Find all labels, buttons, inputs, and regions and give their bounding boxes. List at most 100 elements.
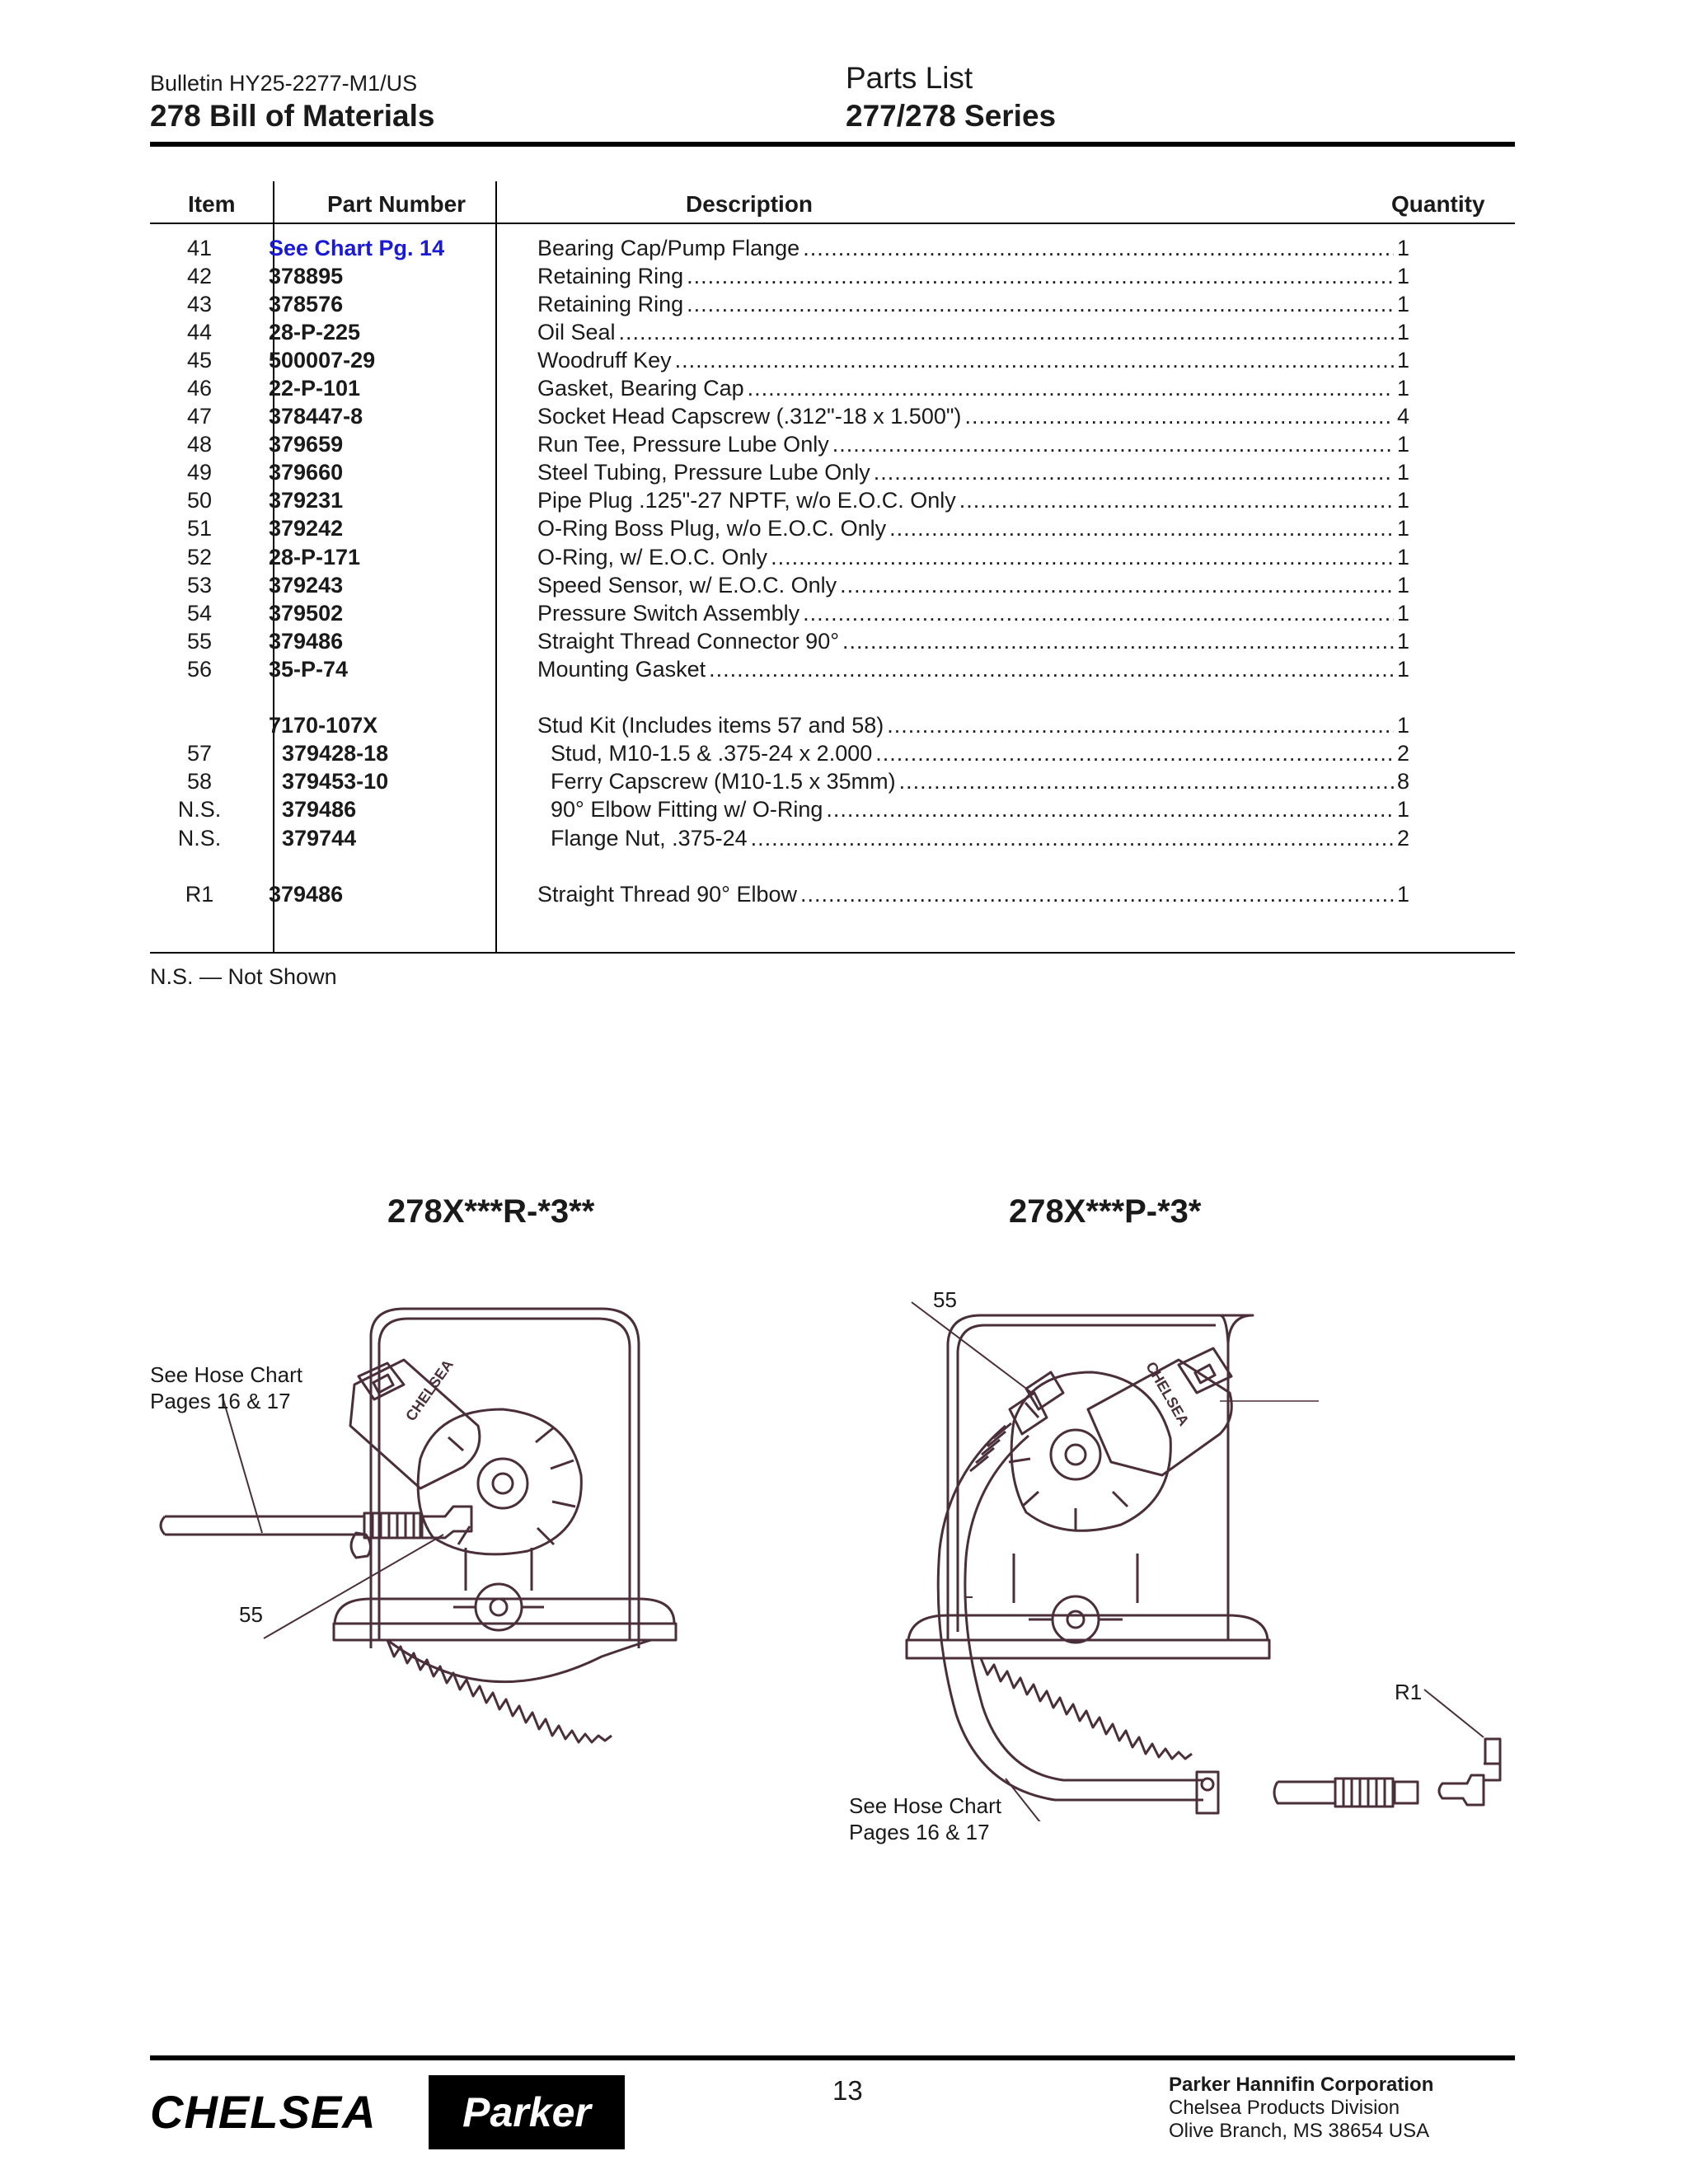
description-cell: 90° Elbow Fitting w/ O-Ring.............… <box>537 796 1432 824</box>
quantity: 2 <box>1396 741 1409 766</box>
dot-leader: ........................................… <box>750 825 1394 851</box>
callout-55-right: 55 <box>933 1287 957 1312</box>
hose-line <box>159 1515 364 1536</box>
bulletin-number: Bulletin HY25-2277-M1/US <box>150 71 418 96</box>
item-number: 43 <box>186 291 213 316</box>
pump-housing <box>946 1314 1254 1640</box>
speed-sensor <box>349 1358 481 1490</box>
quantity: 1 <box>1396 600 1409 626</box>
dot-leader: ........................................… <box>674 347 1394 373</box>
description-cell: Retaining Ring..........................… <box>537 290 1432 318</box>
col-header-part-number: Part Number <box>327 191 467 217</box>
dot-leader: ........................................… <box>803 235 1394 260</box>
description-cell: Run Tee, Pressure Lube Only.............… <box>537 431 1432 459</box>
part-number: 379231 <box>269 488 344 513</box>
description-cell: Woodruff Key............................… <box>537 346 1432 374</box>
description-cell: Pressure Switch Assembly................… <box>537 599 1432 627</box>
dot-leader: ........................................… <box>618 319 1394 344</box>
quantity: 1 <box>1396 235 1409 260</box>
description-cell: Steel Tubing, Pressure Lube Only........… <box>537 459 1432 487</box>
table-row: 56 35-P-74 Mounting Gasket................… <box>150 655 1432 683</box>
item-number: 55 <box>186 628 213 654</box>
description-text: Gasket, Bearing Cap <box>537 376 744 401</box>
item-number: 58 <box>186 769 213 794</box>
dot-leader: ........................................… <box>842 628 1394 654</box>
part-number: 379486 <box>269 881 344 907</box>
description-cell: Flange Nut, .375-24.....................… <box>537 824 1432 852</box>
part-number: 379486 <box>282 797 357 823</box>
chelsea-logo: CHELSEA <box>150 2086 377 2138</box>
description-text: Straight Thread 90° Elbow <box>537 881 797 907</box>
description-cell: Bearing Cap/Pump Flange.................… <box>537 234 1432 262</box>
quantity: 1 <box>1396 376 1409 401</box>
division-name: Chelsea Products Division <box>1169 2097 1400 2119</box>
footer-address-block: Parker Hannifin Corporation Chelsea Prod… <box>1169 2074 1433 2143</box>
item-number: 53 <box>186 572 213 598</box>
dot-leader: ........................................… <box>687 291 1394 316</box>
table-header-rule <box>150 223 1515 224</box>
part-number: 379428-18 <box>282 741 389 766</box>
item-number: 48 <box>186 432 213 457</box>
column-divider <box>273 181 274 953</box>
straight-connector <box>1025 1371 1065 1411</box>
quantity: 1 <box>1396 319 1409 344</box>
item-number: R1 <box>185 881 214 907</box>
parker-logo-text: Parker <box>462 2089 591 2135</box>
description-cell: Socket Head Capscrew (.312"-18 x 1.500")… <box>537 403 1432 431</box>
part-number: 35-P-74 <box>269 656 349 682</box>
description-cell: Mounting Gasket.........................… <box>537 655 1432 683</box>
dot-leader: ........................................… <box>873 460 1394 485</box>
description-cell: Straight Thread 90° Elbow...............… <box>537 880 1432 908</box>
table-spacer <box>150 684 1432 712</box>
dot-leader: ........................................… <box>959 488 1394 513</box>
part-number: 379502 <box>269 600 344 626</box>
part-number: 28-P-171 <box>269 544 361 569</box>
dot-leader: ........................................… <box>832 432 1394 457</box>
description-text: Flange Nut, .375-24 <box>551 825 748 851</box>
description-cell: Gasket, Bearing Cap.....................… <box>537 374 1432 402</box>
description-cell: Oil Seal................................… <box>537 318 1432 346</box>
series-title: 277/278 Series <box>846 99 1057 133</box>
part-number: 379744 <box>282 825 357 851</box>
part-number: 28-P-225 <box>269 319 361 344</box>
quantity: 1 <box>1396 713 1409 738</box>
part-number: 379453-10 <box>282 769 389 794</box>
column-divider <box>495 181 497 953</box>
figure-right-title: 278X***P-*3* <box>1009 1193 1202 1230</box>
document-title: 278 Bill of Materials <box>150 99 435 133</box>
quantity: 1 <box>1396 516 1409 541</box>
hose-chart-label-right-line2: Pages 16 & 17 <box>849 1820 990 1844</box>
hose-chart-label-line1: See Hose Chart <box>150 1362 302 1387</box>
sensor-logo-text: CHELSEA <box>1142 1359 1192 1428</box>
part-number: 22-P-101 <box>269 376 361 401</box>
part-number-link[interactable]: See Chart Pg. 14 <box>269 235 445 260</box>
dot-leader: ........................................… <box>889 516 1394 541</box>
item-number: 56 <box>186 656 213 682</box>
description-text: Retaining Ring <box>537 263 684 288</box>
quantity: 1 <box>1396 544 1409 569</box>
dot-leader: ........................................… <box>803 600 1394 626</box>
item-number: 49 <box>186 460 213 485</box>
dot-leader: ........................................… <box>709 656 1394 682</box>
dot-leader: ........................................… <box>898 769 1394 794</box>
callout-55-left: 55 <box>239 1602 263 1627</box>
dot-leader: ........................................… <box>826 797 1394 823</box>
company-address: Olive Branch, MS 38654 USA <box>1169 2120 1430 2142</box>
section-title: Parts List <box>846 61 973 95</box>
dot-leader: ........................................… <box>747 376 1394 401</box>
quantity: 1 <box>1396 263 1409 288</box>
quantity: 2 <box>1396 825 1409 851</box>
part-number: 379660 <box>269 460 344 485</box>
description-text: Oil Seal <box>537 319 616 344</box>
part-number: 378895 <box>269 263 344 288</box>
description-text: Stud Kit (Includes items 57 and 58) <box>537 713 884 738</box>
